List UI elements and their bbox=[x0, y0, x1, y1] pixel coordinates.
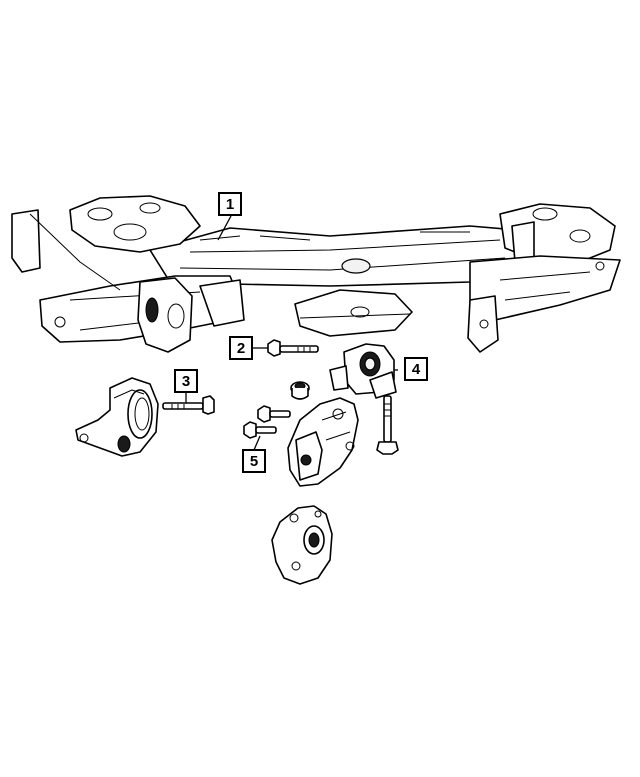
callout-4: 4 bbox=[404, 357, 428, 381]
left-mount-bracket bbox=[75, 377, 159, 457]
lower-mount-plate bbox=[271, 505, 333, 585]
right-mount-part-4 bbox=[329, 343, 397, 399]
callout-2: 2 bbox=[229, 336, 253, 360]
bolts-part-5 bbox=[243, 405, 291, 439]
callout-1: 1 bbox=[218, 192, 242, 216]
bolt-part-2 bbox=[267, 339, 319, 357]
callout-4-label: 4 bbox=[412, 361, 421, 378]
callout-1-label: 1 bbox=[226, 196, 234, 213]
callout-2-label: 2 bbox=[237, 340, 245, 357]
nut bbox=[290, 381, 310, 400]
crossmember-subframe bbox=[11, 195, 621, 353]
callout-3-label: 3 bbox=[182, 373, 190, 390]
callout-3: 3 bbox=[174, 369, 198, 393]
center-mount-bracket bbox=[287, 397, 359, 487]
long-bolt bbox=[376, 395, 399, 455]
callout-5-label: 5 bbox=[250, 453, 258, 470]
leader-lines bbox=[185, 215, 398, 451]
bolt-part-3 bbox=[162, 395, 215, 415]
callout-5: 5 bbox=[242, 449, 266, 473]
